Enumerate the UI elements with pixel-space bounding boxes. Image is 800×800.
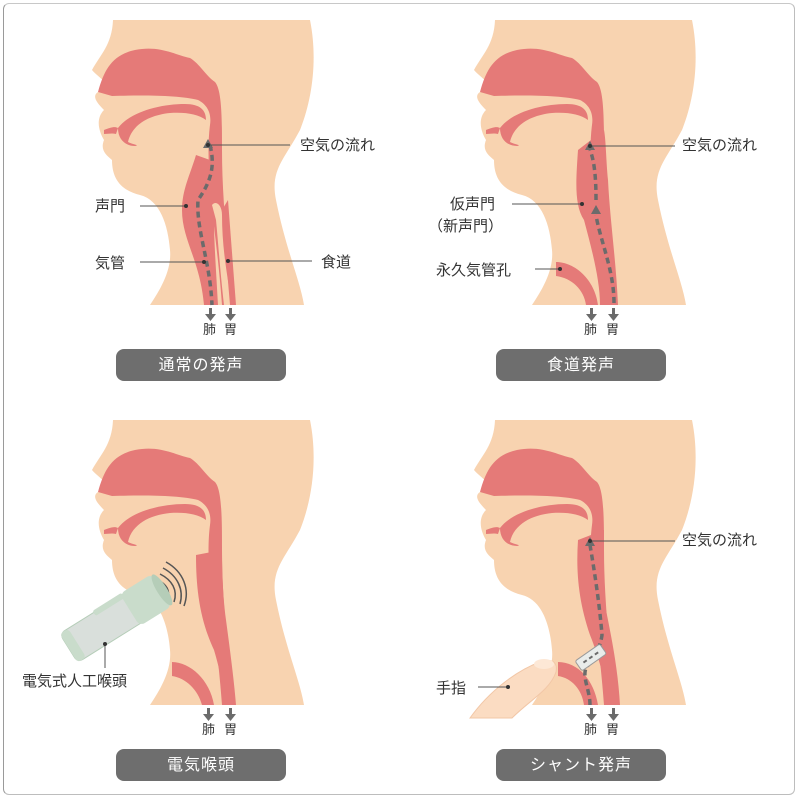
lung-label: 肺 xyxy=(584,323,598,338)
esophagus-label: 食道 xyxy=(321,253,352,271)
lung-label: 肺 xyxy=(202,723,216,738)
lung-label: 肺 xyxy=(203,323,217,338)
esophageal-speech-illustration xyxy=(474,20,696,321)
stomach-label: 胃 xyxy=(224,723,238,738)
stoma-label: 永久気管孔 xyxy=(436,261,512,279)
panel-esophageal-speech: 空気の流れ 仮声門 （新声門） 永久気管孔 肺 胃 食道発声 xyxy=(400,0,800,400)
stomach-label: 胃 xyxy=(224,323,238,338)
stomach-label: 胃 xyxy=(606,723,620,738)
normal-phonation-illustration xyxy=(92,20,314,321)
electrolarynx-device-label: 電気式人工喉頭 xyxy=(22,672,128,690)
trachea-label: 気管 xyxy=(95,254,126,272)
pseudo-glottis-label: 仮声門 xyxy=(450,195,496,213)
caption-shunt-speech: シャント発声 xyxy=(496,749,666,781)
caption-electrolarynx: 電気喉頭 xyxy=(116,749,286,781)
airflow-label: 空気の流れ xyxy=(682,531,758,549)
caption-normal-phonation: 通常の発声 xyxy=(116,349,286,381)
caption-esophageal-speech: 食道発声 xyxy=(496,349,666,381)
lung-label: 肺 xyxy=(584,723,598,738)
pseudo-glottis-alt-label: （新声門） xyxy=(428,217,504,235)
panel-normal-phonation: 空気の流れ 声門 気管 食道 肺 胃 通常の発声 xyxy=(0,0,400,400)
panel-electrolarynx: 電気式人工喉頭 肺 胃 電気喉頭 xyxy=(0,400,400,800)
panel-shunt-speech: 空気の流れ 手指 肺 胃 シャント発声 xyxy=(400,400,800,800)
electrolarynx-illustration xyxy=(61,420,314,721)
finger-label: 手指 xyxy=(436,679,467,697)
airflow-label: 空気の流れ xyxy=(682,136,758,154)
glottis-label: 声門 xyxy=(95,197,126,215)
shunt-speech-illustration xyxy=(469,420,696,721)
airflow-label: 空気の流れ xyxy=(300,136,376,154)
figure-frame xyxy=(3,3,795,795)
stomach-label: 胃 xyxy=(606,323,620,338)
